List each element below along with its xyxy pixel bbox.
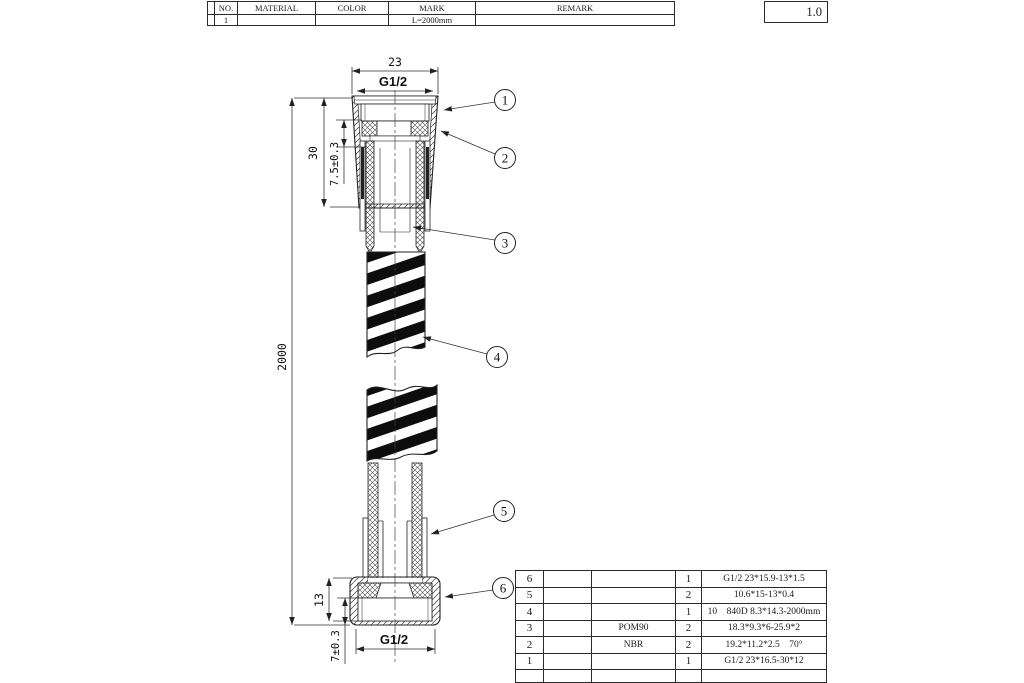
title-header-no: NO. [215, 2, 238, 15]
bom-cell-qty: 1 [676, 653, 702, 670]
bom-cell-material [592, 604, 676, 621]
title-col-index-header [208, 2, 215, 15]
title-cell-mark: L=2000mm [389, 15, 476, 25]
callout-6-label: 6 [500, 581, 507, 596]
callout-3: 3 [494, 232, 516, 254]
dim-bottom-thread: G1/2 [380, 632, 408, 647]
bom-cell-spec: 18.3*9.3*6-25.9*2 [702, 621, 826, 637]
bom-table: 6 1 G1/2 23*15.9-13*1.5 5 2 10.6*15-13*0… [515, 570, 827, 683]
bom-cell-material: NBR [592, 637, 676, 654]
dim-bottom-thread-depth: 7±0.3 [330, 630, 342, 662]
title-header-material: MATERIAL [238, 2, 316, 15]
callout-4-label: 4 [494, 350, 501, 365]
bom-cell-no: 3 [516, 620, 544, 637]
callout-3-label: 3 [502, 236, 509, 251]
callout-4: 4 [486, 346, 508, 368]
callout-1-label: 1 [502, 93, 509, 108]
bom-cell-qty: 1 [676, 571, 702, 588]
bom-cell-material [592, 670, 676, 682]
bom-cell-qty: 2 [676, 587, 702, 604]
bom-cell-spec: G1/2 23*16.5-30*12 [702, 654, 826, 670]
bom-cell-qty [676, 670, 702, 682]
bom-cell-name [544, 637, 592, 654]
dimension-labels: 23 G1/2 30 7.5±0.3 2000 13 7±0.3 G1/2 [275, 55, 408, 662]
bom-cell-qty: 2 [676, 620, 702, 637]
bom-cell-spec: 19.2*11.2*2.5 70° [702, 637, 826, 654]
bom-cell-name [544, 653, 592, 670]
bom-cell-no: 6 [516, 571, 544, 588]
dim-top-nut-height: 30 [306, 146, 320, 160]
bom-cell-spec [702, 670, 826, 682]
version-label: 1.0 [806, 4, 822, 19]
title-cell-material [238, 15, 316, 25]
callout-leaders [412, 101, 496, 599]
bottom-outer-sleeve-left [362, 517, 369, 578]
callout-6: 6 [492, 577, 514, 599]
bom-cell-material [592, 587, 676, 604]
bom-cell-no: 5 [516, 587, 544, 604]
bom-cell-name [544, 604, 592, 621]
dim-bottom-nut-height: 13 [312, 593, 326, 607]
dim-top-insert-depth: 7.5±0.3 [329, 142, 341, 186]
bom-cell-material: POM90 [592, 620, 676, 637]
title-block-table: NO. MATERIAL COLOR MARK REMARK 1 L=2000m… [207, 1, 675, 26]
callout-2-label: 2 [502, 151, 509, 166]
hose-body [366, 251, 438, 462]
top-insert-wall-right [415, 140, 425, 254]
bom-cell-no: 2 [516, 637, 544, 654]
bom-cell-spec: 10.6*15-13*0.4 [702, 588, 826, 604]
title-cell-remark [476, 15, 674, 25]
title-header-mark: MARK [389, 2, 476, 15]
top-insert-wall-left [365, 140, 375, 254]
bom-cell-spec: G1/2 23*15.9-13*1.5 [702, 571, 826, 588]
callout-5-label: 5 [501, 504, 508, 519]
bom-cell-qty: 2 [676, 637, 702, 654]
bottom-insert-wall-left [367, 462, 379, 584]
callout-balloons: 1 2 3 4 5 6 [486, 89, 516, 599]
dim-top-width: 23 [388, 55, 402, 69]
bom-cell-name [544, 587, 592, 604]
hose-upper-section [366, 251, 426, 359]
version-box: 1.0 [764, 1, 828, 23]
bom-cell-qty: 1 [676, 604, 702, 621]
bom-cell-name [544, 571, 592, 588]
callout-2: 2 [494, 147, 516, 169]
callout-1: 1 [494, 89, 516, 111]
bom-cell-name [544, 620, 592, 637]
title-header-color: COLOR [316, 2, 389, 15]
bom-cell-name [544, 670, 592, 682]
bom-cell-no: 4 [516, 604, 544, 621]
bom-cell-spec: 10 840D 8.3*14.3-2000mm [702, 604, 826, 621]
bottom-outer-sleeve-right [421, 517, 428, 578]
bom-cell-material [592, 571, 676, 588]
dim-top-thread: G1/2 [379, 74, 407, 89]
top-fitting-cone-nut [351, 95, 439, 254]
bottom-insert-wall-right [411, 462, 423, 584]
callout-5: 5 [493, 500, 515, 522]
title-header-remark: REMARK [476, 2, 674, 15]
title-cell-index [208, 15, 215, 25]
hose-lower-section [366, 383, 438, 462]
bom-cell-no: 1 [516, 653, 544, 670]
title-cell-color [316, 15, 389, 25]
bom-cell-no [516, 670, 544, 682]
dim-hose-length: 2000 [275, 343, 289, 371]
title-cell-no: 1 [215, 15, 238, 25]
bom-cell-material [592, 653, 676, 670]
dimension-lines [289, 67, 439, 664]
